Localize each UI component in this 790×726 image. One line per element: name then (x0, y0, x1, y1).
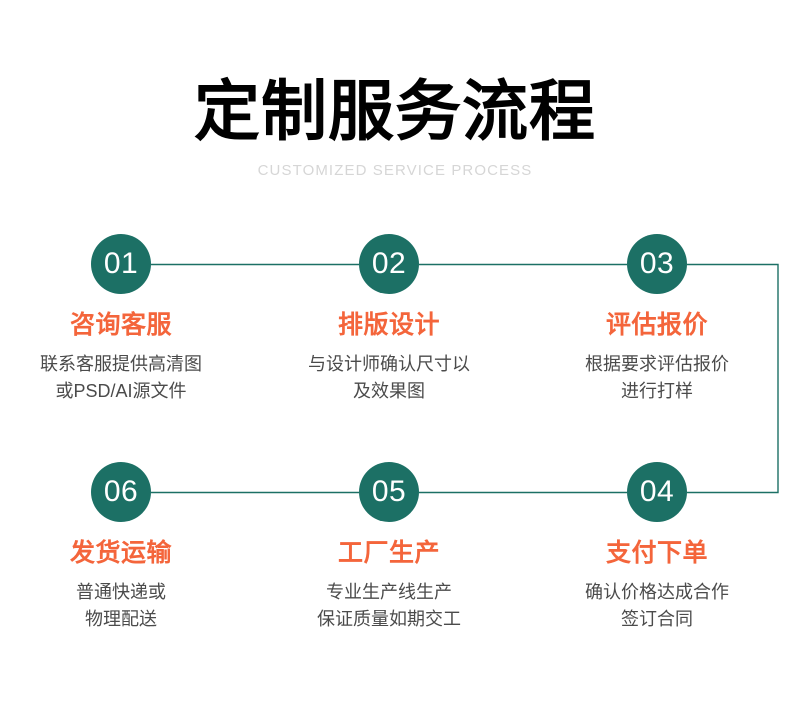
step-01-description-line-1: 联系客服提供高清图 (40, 354, 202, 374)
step-05-description-line-2: 保证质量如期交工 (317, 609, 461, 629)
step-04-heading: 支付下单 (605, 539, 708, 567)
step-04-description: 确认价格达成合作 签订合同 (523, 568, 790, 633)
step-03-number: 03 (639, 247, 675, 280)
step-01-number: 01 (103, 247, 139, 280)
step-04-description-line-1: 确认价格达成合作 (585, 582, 729, 602)
step-03-description-line-1: 根据要求评估报价 (585, 354, 729, 374)
step-02-heading: 排版设计 (337, 311, 440, 339)
step-05-description-line-1: 专业生产线生产 (326, 582, 452, 602)
step-03-description: 根据要求评估报价 进行打样 (523, 340, 790, 405)
step-05-description: 专业生产线生产 保证质量如期交工 (255, 568, 523, 633)
step-05-number-badge: 05 (359, 462, 419, 522)
step-01-description: 联系客服提供高清图 或PSD/AI源文件 (0, 340, 255, 405)
step-06-number-badge: 06 (91, 462, 151, 522)
step-04-number-badge: 04 (627, 462, 687, 522)
step-04-number: 04 (639, 475, 675, 508)
step-03-number-badge: 03 (627, 234, 687, 294)
process-step-06[interactable]: 06 发货运输 普通快递或 物理配送 (0, 462, 255, 633)
step-01-number-badge: 01 (91, 234, 151, 294)
header: 定制服务流程 CUSTOMIZED SERVICE PROCESS (0, 0, 790, 179)
step-02-number: 02 (371, 247, 407, 280)
step-03-description-line-2: 进行打样 (621, 381, 693, 401)
process-step-02[interactable]: 02 排版设计 与设计师确认尺寸以 及效果图 (255, 234, 523, 405)
step-06-description-line-2: 物理配送 (85, 609, 157, 629)
step-06-description-line-1: 普通快递或 (76, 582, 166, 602)
step-05-number: 05 (371, 475, 407, 508)
process-step-04[interactable]: 04 支付下单 确认价格达成合作 签订合同 (523, 462, 790, 633)
step-02-description-line-1: 与设计师确认尺寸以 (308, 354, 470, 374)
step-06-heading: 发货运输 (69, 539, 172, 567)
step-06-number: 06 (103, 475, 139, 508)
step-02-description-line-2: 及效果图 (353, 381, 425, 401)
process-step-05[interactable]: 05 工厂生产 专业生产线生产 保证质量如期交工 (255, 462, 523, 633)
process-step-01[interactable]: 01 咨询客服 联系客服提供高清图 或PSD/AI源文件 (0, 234, 255, 405)
step-06-description: 普通快递或 物理配送 (0, 568, 255, 633)
step-02-description: 与设计师确认尺寸以 及效果图 (255, 340, 523, 405)
step-03-heading: 评估报价 (605, 311, 708, 339)
page-subtitle: CUSTOMIZED SERVICE PROCESS (257, 162, 533, 179)
step-01-heading: 咨询客服 (69, 311, 172, 339)
step-02-number-badge: 02 (359, 234, 419, 294)
step-01-description-line-2: 或PSD/AI源文件 (55, 381, 187, 401)
step-04-description-line-2: 签订合同 (621, 609, 693, 629)
process-step-03[interactable]: 03 评估报价 根据要求评估报价 进行打样 (523, 234, 790, 405)
page-title: 定制服务流程 (194, 74, 596, 148)
step-05-heading: 工厂生产 (337, 539, 440, 567)
